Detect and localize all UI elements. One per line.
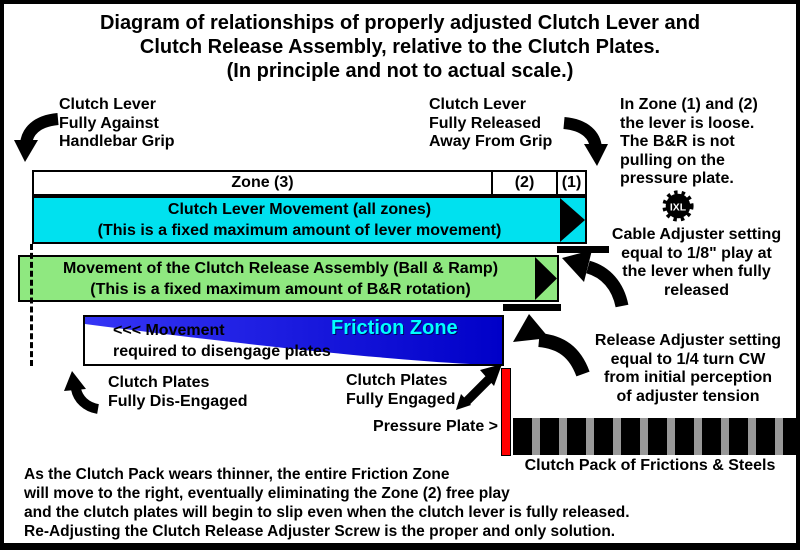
footer-line: As the Clutch Pack wears thinner, the en… bbox=[24, 466, 450, 483]
footer-line: will move to the right, eventually elimi… bbox=[24, 485, 510, 502]
text-line: <<< Movement bbox=[113, 322, 225, 339]
ixl-gear-logo-icon: IXL bbox=[662, 190, 694, 222]
footer-paragraph: As the Clutch Pack wears thinner, the en… bbox=[24, 465, 630, 541]
label-line: Fully Dis-Engaged bbox=[108, 392, 248, 410]
label-lever-against-grip: Clutch Lever Fully Against Handlebar Gri… bbox=[59, 96, 175, 152]
right-arrowhead-icon bbox=[560, 198, 585, 242]
label-plates-engaged: Clutch Plates Fully Engaged bbox=[346, 372, 455, 409]
zone-1-cell: (1) bbox=[556, 172, 585, 194]
title-line-2: Clutch Release Assembly, relative to the… bbox=[139, 36, 661, 58]
note-zone-loose: In Zone (1) and (2) the lever is loose. … bbox=[620, 96, 758, 189]
note-line: equal to 1/4 turn CW bbox=[610, 350, 766, 368]
label-lever-released: Clutch Lever Fully Released Away From Gr… bbox=[429, 96, 552, 152]
left-reference-dashed-line bbox=[30, 244, 33, 366]
footer-line: and the clutch plates will begin to slip… bbox=[24, 504, 630, 521]
label-pressure-plate: Pressure Plate > bbox=[373, 418, 498, 435]
note-line: the lever is loose. bbox=[620, 114, 755, 132]
diagonal-arrow-northeast-icon bbox=[456, 364, 502, 410]
note-line: Cable Adjuster setting bbox=[611, 226, 782, 243]
clutch-lever-movement-bar: Clutch Lever Movement (all zones) (This … bbox=[32, 196, 587, 244]
release-adjuster-marker bbox=[503, 304, 561, 311]
curved-arrow-down-left-icon bbox=[14, 113, 59, 162]
label-line: Clutch Lever bbox=[429, 96, 526, 113]
pressure-plate-bar bbox=[501, 368, 511, 456]
clutch-pack-stripes bbox=[513, 418, 796, 455]
label-line: Fully Against bbox=[59, 114, 159, 132]
note-line: from initial perception bbox=[603, 369, 772, 386]
title-line-3: (In principle and not to actual scale.) bbox=[226, 60, 574, 82]
footer-line: Re-Adjusting the Clutch Release Adjuster… bbox=[24, 523, 616, 540]
friction-zone-box: <<< Movement required to disengage plate… bbox=[83, 315, 504, 366]
bar-text-line: Movement of the Clutch Release Assembly … bbox=[62, 259, 499, 277]
note-cable-adjuster: Cable Adjuster setting equal to 1/8" pla… bbox=[594, 226, 796, 300]
note-line: the lever when fully bbox=[622, 263, 771, 280]
text-line: required to disengage plates bbox=[113, 343, 331, 360]
label-line: Fully Engaged bbox=[346, 390, 456, 408]
movement-required-text: <<< Movement required to disengage plate… bbox=[113, 320, 331, 362]
zone-2-cell: (2) bbox=[491, 172, 556, 194]
note-line: In Zone (1) and (2) bbox=[620, 96, 758, 113]
label-line: Clutch Lever bbox=[59, 96, 156, 113]
label-clutch-pack: Clutch Pack of Frictions & Steels bbox=[524, 457, 776, 474]
friction-zone-wedge bbox=[85, 317, 502, 364]
curved-arrow-up-left-icon bbox=[64, 371, 100, 414]
note-release-adjuster: Release Adjuster setting equal to 1/4 tu… bbox=[582, 332, 794, 406]
label-plates-disengaged: Clutch Plates Fully Dis-Engaged bbox=[108, 374, 248, 411]
release-assembly-movement-bar: Movement of the Clutch Release Assembly … bbox=[18, 255, 559, 302]
diagram-title: Diagram of relationships of properly adj… bbox=[4, 11, 796, 83]
thick-curved-arrow-up-icon bbox=[513, 314, 590, 377]
bar-text-line: (This is a fixed maximum amount of lever… bbox=[97, 222, 502, 239]
bar-text-line: Clutch Lever Movement (all zones) bbox=[167, 201, 432, 218]
zone-3-cell: Zone (3) bbox=[231, 174, 294, 191]
title-line-1: Diagram of relationships of properly adj… bbox=[99, 12, 701, 34]
label-line: Handlebar Grip bbox=[59, 133, 175, 150]
friction-zone-label: Friction Zone bbox=[331, 317, 458, 339]
note-line: The B&R is not bbox=[620, 133, 735, 150]
note-line: equal to 1/8" play at bbox=[621, 244, 772, 262]
bar-text-line: (This is a fixed maximum amount of B&R r… bbox=[90, 280, 471, 298]
note-line: of adjuster tension bbox=[616, 387, 760, 405]
zone-header-bar: Zone (3) (2) (1) bbox=[32, 170, 587, 196]
note-line: released bbox=[664, 281, 729, 299]
right-arrowhead-icon bbox=[535, 257, 557, 300]
note-line: Release Adjuster setting bbox=[594, 332, 782, 349]
note-line: pulling on the bbox=[620, 151, 725, 169]
note-line: pressure plate. bbox=[620, 170, 734, 187]
svg-text:IXL: IXL bbox=[670, 202, 687, 213]
label-line: Away From Grip bbox=[429, 133, 553, 150]
thick-curved-arrow-up-left-icon bbox=[562, 250, 629, 308]
cable-adjuster-marker bbox=[557, 246, 609, 253]
label-line: Fully Released bbox=[429, 114, 542, 132]
label-line: Clutch Plates bbox=[108, 374, 210, 391]
curved-arrow-down-right-icon bbox=[563, 117, 608, 166]
label-line: Clutch Plates bbox=[346, 372, 448, 389]
